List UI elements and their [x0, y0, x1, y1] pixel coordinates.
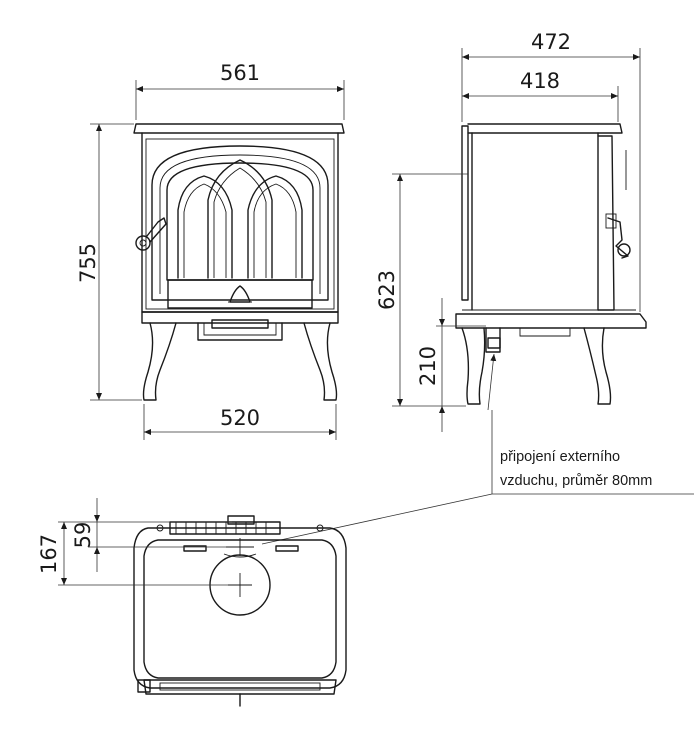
top-air-offset-label: 59 — [71, 522, 95, 549]
air-inlet-note-line2: vzduchu, průměr 80mm — [500, 473, 652, 489]
front-height-label: 755 — [76, 243, 100, 283]
side-view — [455, 123, 647, 405]
front-view — [133, 123, 345, 401]
side-flue-height-label: 623 — [375, 270, 399, 310]
top-flue-offset-label: 167 — [37, 534, 61, 574]
top-view — [133, 493, 493, 707]
side-depth-body-label: 418 — [520, 69, 560, 93]
side-dimensions — [392, 48, 694, 495]
air-inlet-note-line1: připojení externího — [500, 449, 620, 465]
front-width-label: 561 — [220, 61, 260, 85]
front-leg-span-label: 520 — [220, 406, 260, 430]
side-air-inlet-height-label: 210 — [416, 346, 440, 386]
top-dimensions — [58, 498, 232, 586]
front-dimensions — [90, 80, 345, 440]
side-depth-total-label: 472 — [531, 30, 571, 54]
